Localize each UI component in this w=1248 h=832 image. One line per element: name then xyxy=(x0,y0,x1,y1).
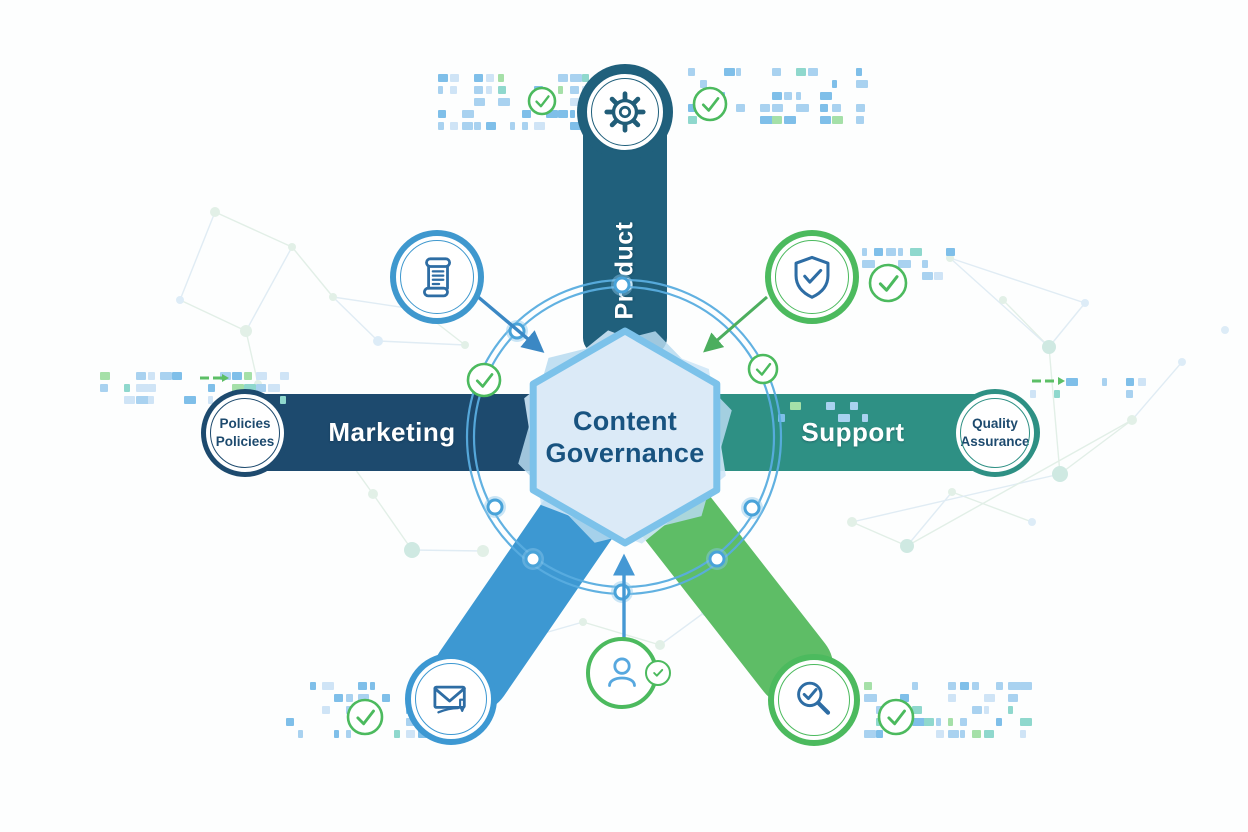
check-icon xyxy=(653,668,664,677)
magnifier-badge xyxy=(768,654,860,746)
policies-label: Policies Policiees xyxy=(215,416,275,449)
person-check-badge xyxy=(645,660,671,686)
center-title-line1: Content xyxy=(572,405,678,436)
gear-badge xyxy=(585,72,665,152)
quality-assurance-badge: Quality Assurance xyxy=(951,389,1039,477)
person-icon xyxy=(608,657,636,687)
scroll-icon xyxy=(423,257,451,298)
marketing-label: Marketing xyxy=(328,417,456,447)
policies-badge: Policies Policiees xyxy=(201,389,289,477)
quality-assurance-label: Quality Assurance xyxy=(960,416,1030,449)
shield-check-icon xyxy=(794,255,830,299)
envelope-badge xyxy=(405,653,497,745)
gear-icon xyxy=(604,91,646,133)
support-label: Support xyxy=(801,417,905,447)
center-title-line2: Governance xyxy=(545,438,705,468)
magnifier-check-icon xyxy=(797,681,831,715)
center-title: Content Governance xyxy=(505,387,745,487)
envelope-pen-icon xyxy=(433,685,466,714)
